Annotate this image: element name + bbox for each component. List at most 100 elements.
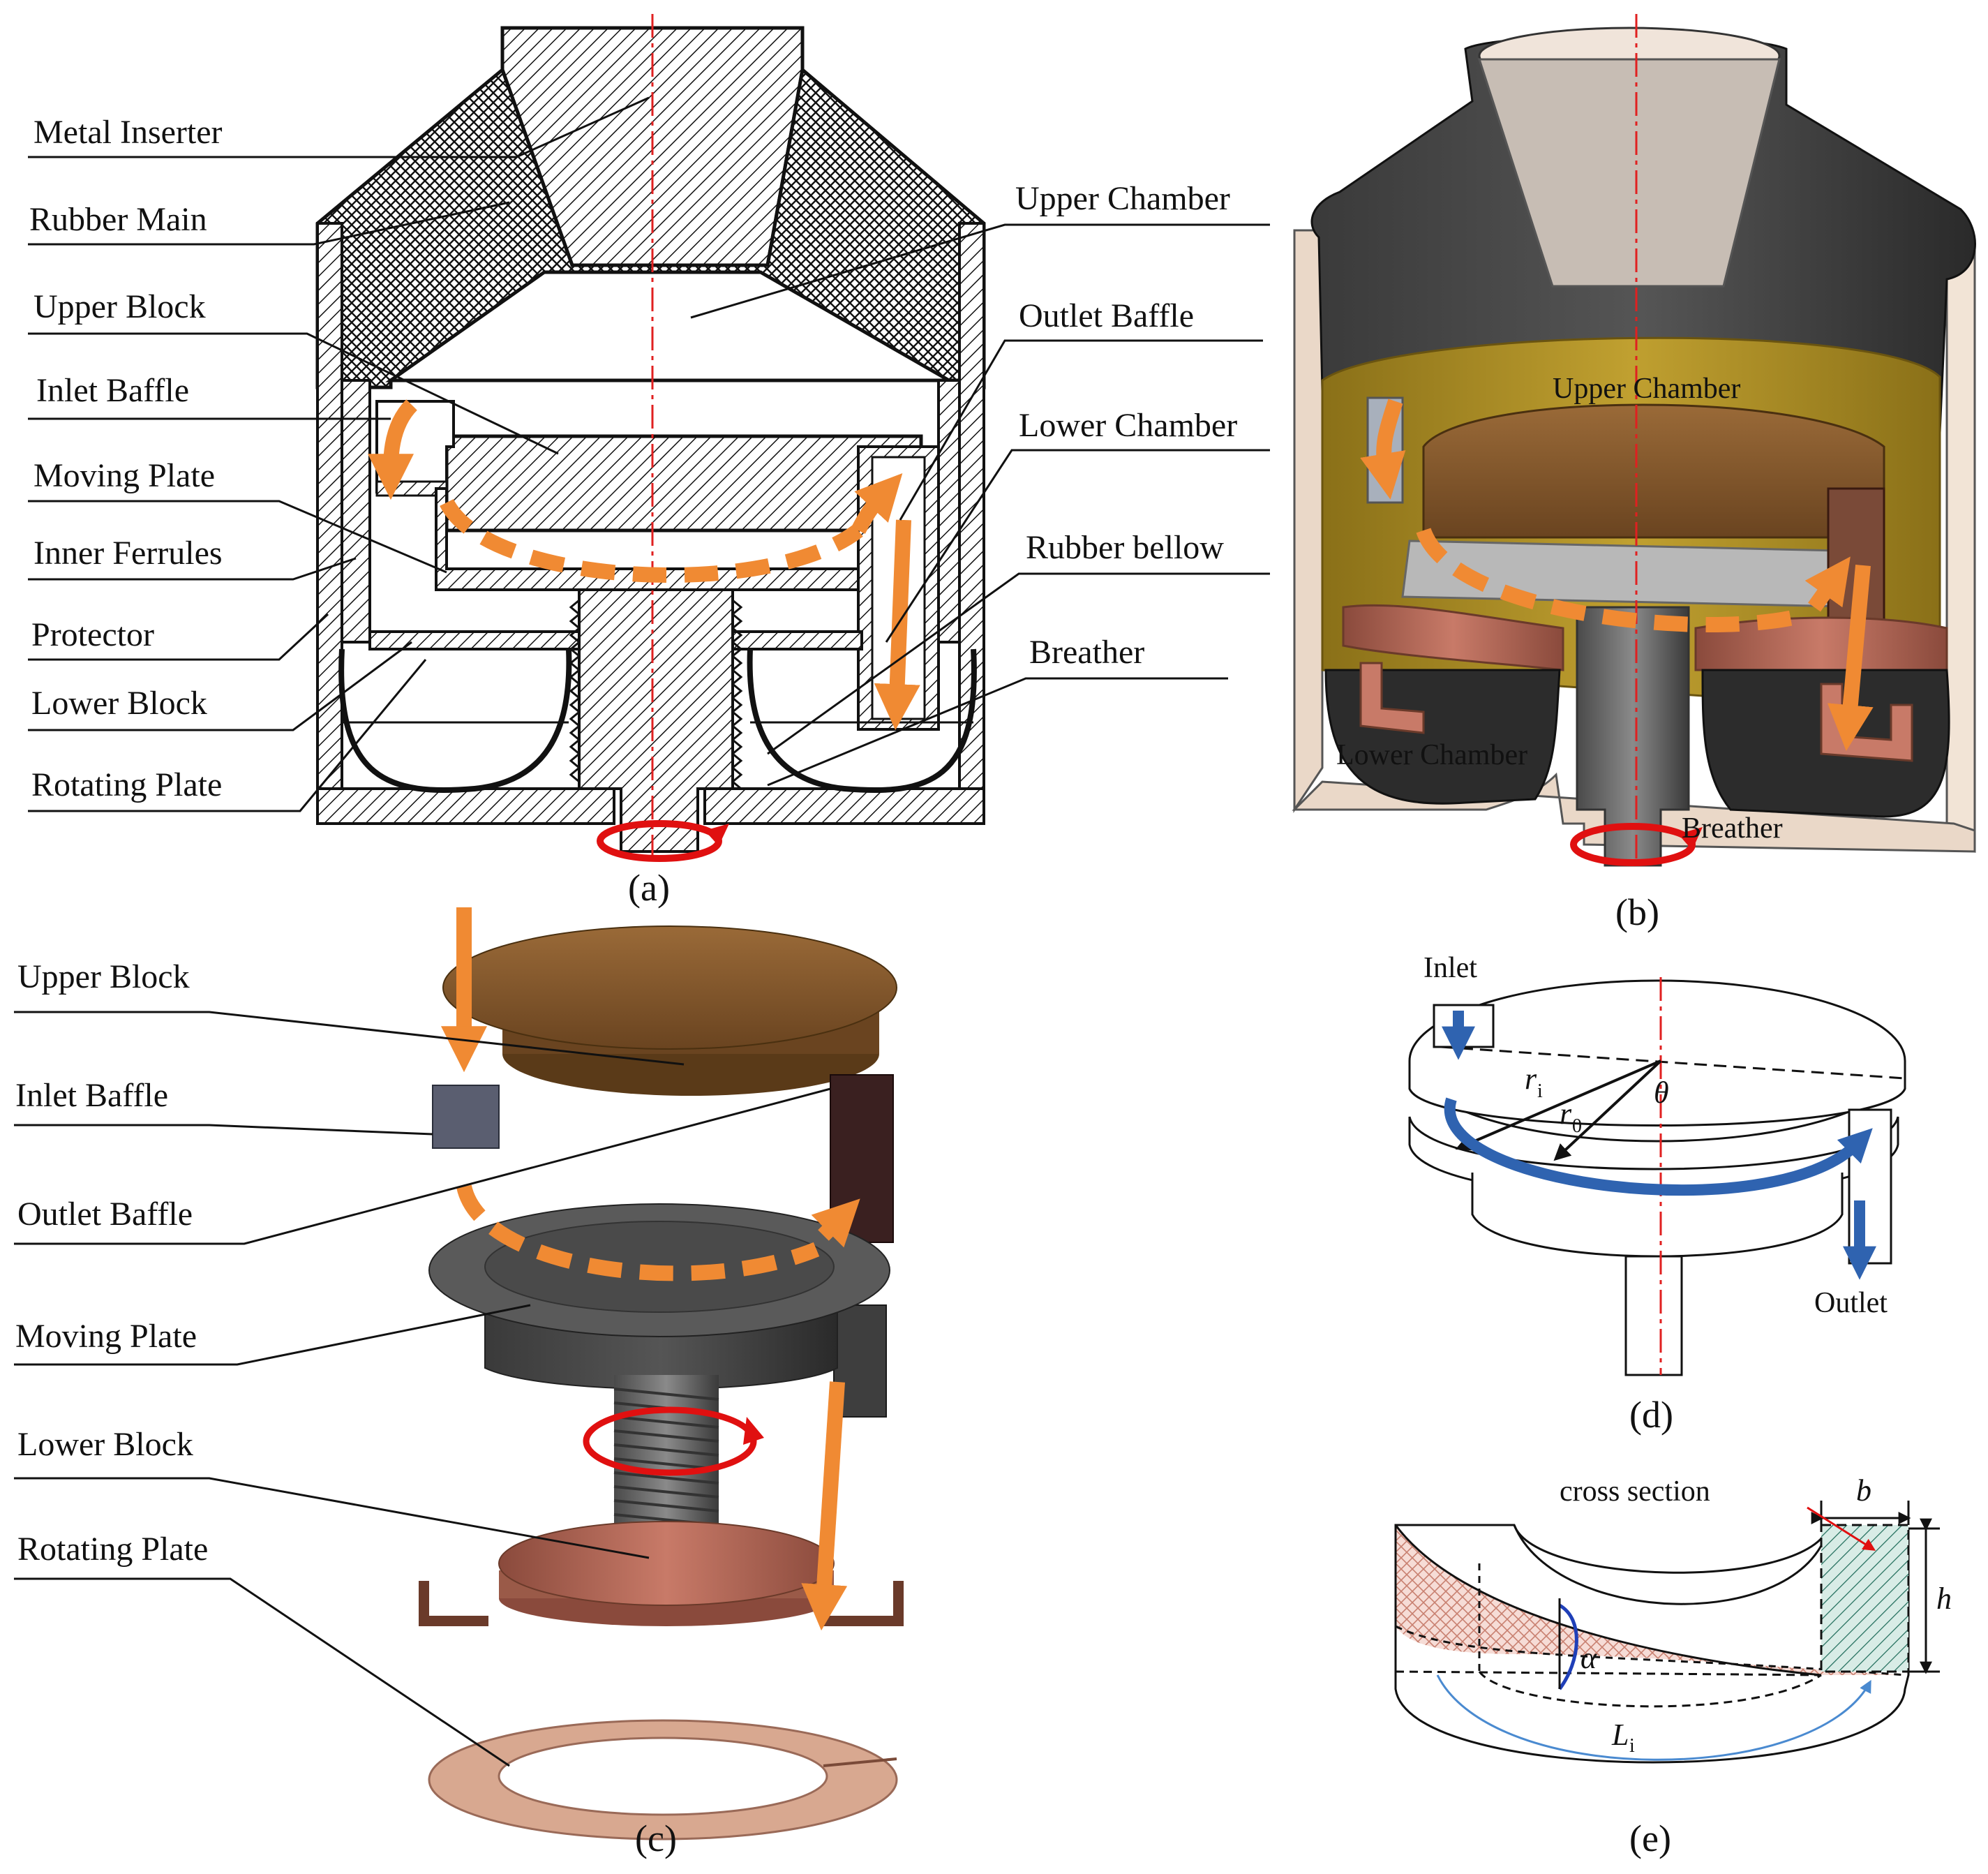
label-upper-chamber-a: Upper Chamber: [1015, 180, 1230, 217]
inner-arc-e: [1478, 1671, 1822, 1708]
label-inlet-baffle-c: Inlet Baffle: [15, 1077, 168, 1114]
caption-a: (a): [628, 867, 670, 909]
flow-up-arrow-b: [1804, 556, 1851, 612]
leader-lower-block-c: [14, 1477, 650, 1559]
label-outlet-baffle-a: Outlet Baffle: [1019, 297, 1194, 334]
r-inner-arrow: [1455, 1059, 1661, 1151]
r-outer-arrow: [1553, 1059, 1662, 1161]
leader-outlet-baffle-c: [14, 1087, 831, 1245]
label-L: L: [1611, 1718, 1629, 1752]
flow-path-d: [1444, 1097, 1873, 1196]
caption-c: (c): [635, 1817, 677, 1859]
upper-block-c-top: [442, 925, 897, 1050]
base-line-e: [1395, 1670, 1822, 1676]
protector-shell-b-right: [1945, 250, 1976, 853]
label-breather-b: Breather: [1682, 812, 1783, 845]
flow-up-arrow-a: [851, 473, 903, 534]
label-r-inner-sub: i: [1537, 1080, 1543, 1102]
flow-inlet-arrow-b: [1360, 399, 1406, 500]
upper-block-b: [1422, 403, 1885, 539]
leader-lower-block-a: [28, 641, 412, 731]
flow-inlet-arrow-a: [368, 399, 418, 500]
leader-rubber-main: [28, 201, 510, 246]
threaded-shaft-c: [614, 1375, 719, 1542]
leader-breather-a: [767, 677, 1228, 787]
rotating-plate-b-left: [1359, 662, 1425, 734]
leader-protector: [28, 613, 329, 661]
lower-block-c-top: [498, 1521, 835, 1606]
label-theta: θ: [1654, 1076, 1669, 1110]
inner-ferrules-right: [937, 379, 961, 644]
label-upper-block-c: Upper Block: [17, 958, 190, 995]
cross-section-e: [1820, 1524, 1910, 1673]
rotation-arrow-a-head: [705, 824, 729, 846]
alpha-arc-e: [1557, 1603, 1578, 1690]
caption-e: (e): [1629, 1817, 1671, 1859]
rubber-bellow-left: [338, 648, 572, 794]
label-breather-a: Breather: [1029, 634, 1144, 671]
label-upper-chamber-b: Upper Chamber: [1553, 373, 1740, 405]
L-arc-e: [1436, 1674, 1871, 1761]
rubber-bellow-b-left: [1324, 669, 1561, 805]
flow-down-arrow-a: [874, 519, 920, 731]
leader-lower-chamber-a: [885, 449, 1270, 643]
lower-block-c-bracket-left: [419, 1581, 488, 1626]
label-rubber-main: Rubber Main: [29, 201, 207, 238]
leader-rotating-plate-a: [28, 659, 427, 812]
label-upper-block-a: Upper Block: [33, 288, 206, 325]
shaft-threads-right: [731, 599, 743, 790]
label-rotating-plate-a: Rotating Plate: [31, 766, 222, 803]
shaft-threads-left: [569, 599, 581, 783]
caption-b: (b): [1615, 891, 1659, 933]
rotation-arrow-b-head: [1678, 827, 1703, 850]
leader-rotating-plate-c: [14, 1577, 510, 1767]
leader-moving-plate-c: [14, 1304, 531, 1366]
threaded-shaft-b: [1576, 606, 1690, 867]
rubber-bellow-right: [747, 648, 977, 794]
label-cross-section: cross section: [1560, 1475, 1710, 1508]
metal-inserter-b: [1477, 58, 1781, 288]
upper-block-shape: [444, 434, 923, 533]
protector-shell-b: [1293, 229, 1324, 813]
helix-edge-e: [1394, 1524, 1822, 1676]
label-rubber-bellow: Rubber bellow: [1026, 529, 1224, 566]
label-outlet-baffle-c: Outlet Baffle: [17, 1196, 193, 1233]
label-moving-plate-a: Moving Plate: [33, 457, 215, 494]
top-arc-e: [1513, 1524, 1830, 1574]
label-inlet-baffle-a: Inlet Baffle: [36, 372, 189, 409]
leader-outlet-baffle-a: [899, 339, 1263, 521]
outlet-baffle-c-lower: [833, 1304, 887, 1418]
flow-down-arrow-c: [801, 1381, 848, 1631]
label-protector: Protector: [31, 616, 154, 653]
label-lower-chamber-a: Lower Chamber: [1019, 407, 1237, 444]
label-r-inner: r: [1525, 1062, 1537, 1096]
panel-c: Upper Block Inlet Baffle Outlet Baffle M…: [14, 907, 904, 1859]
body-outline-e: [1394, 1524, 1910, 1764]
disk-side-d: [1408, 1061, 1906, 1126]
label-alpha: α: [1580, 1641, 1597, 1675]
label-L-sub: i: [1629, 1735, 1635, 1757]
label-h: h: [1936, 1582, 1952, 1616]
rotating-plate-c-slot: [823, 1757, 897, 1767]
leader-rubber-bellow: [767, 572, 1270, 755]
leader-inlet-baffle-c: [14, 1124, 433, 1136]
panel-a: Metal Inserter Rubber Main Upper Block I…: [28, 14, 1270, 909]
flow-path-c: [456, 1184, 820, 1281]
label-r-outer-sub: 0: [1572, 1115, 1582, 1137]
label-inlet-d: Inlet: [1423, 952, 1477, 984]
lower-block-b-left: [1342, 604, 1564, 671]
label-lower-block-c: Lower Block: [17, 1426, 193, 1463]
leader-upper-chamber-a: [690, 223, 1270, 319]
label-outlet-d: Outlet: [1814, 1287, 1888, 1319]
label-rotating-plate-c: Rotating Plate: [17, 1531, 208, 1568]
flow-up-arrow-c: [811, 1198, 860, 1248]
shaft-d: [1624, 1255, 1683, 1376]
label-r-outer: r: [1560, 1096, 1572, 1131]
rotating-plate-c-inner: [498, 1737, 828, 1816]
caption-d: (d): [1629, 1394, 1673, 1436]
helix-surface-e: [1396, 1525, 1905, 1675]
outlet-baffle-c: [830, 1074, 894, 1243]
rotation-arrow-c-head: [743, 1417, 764, 1445]
leader-upper-block-a: [28, 332, 559, 455]
